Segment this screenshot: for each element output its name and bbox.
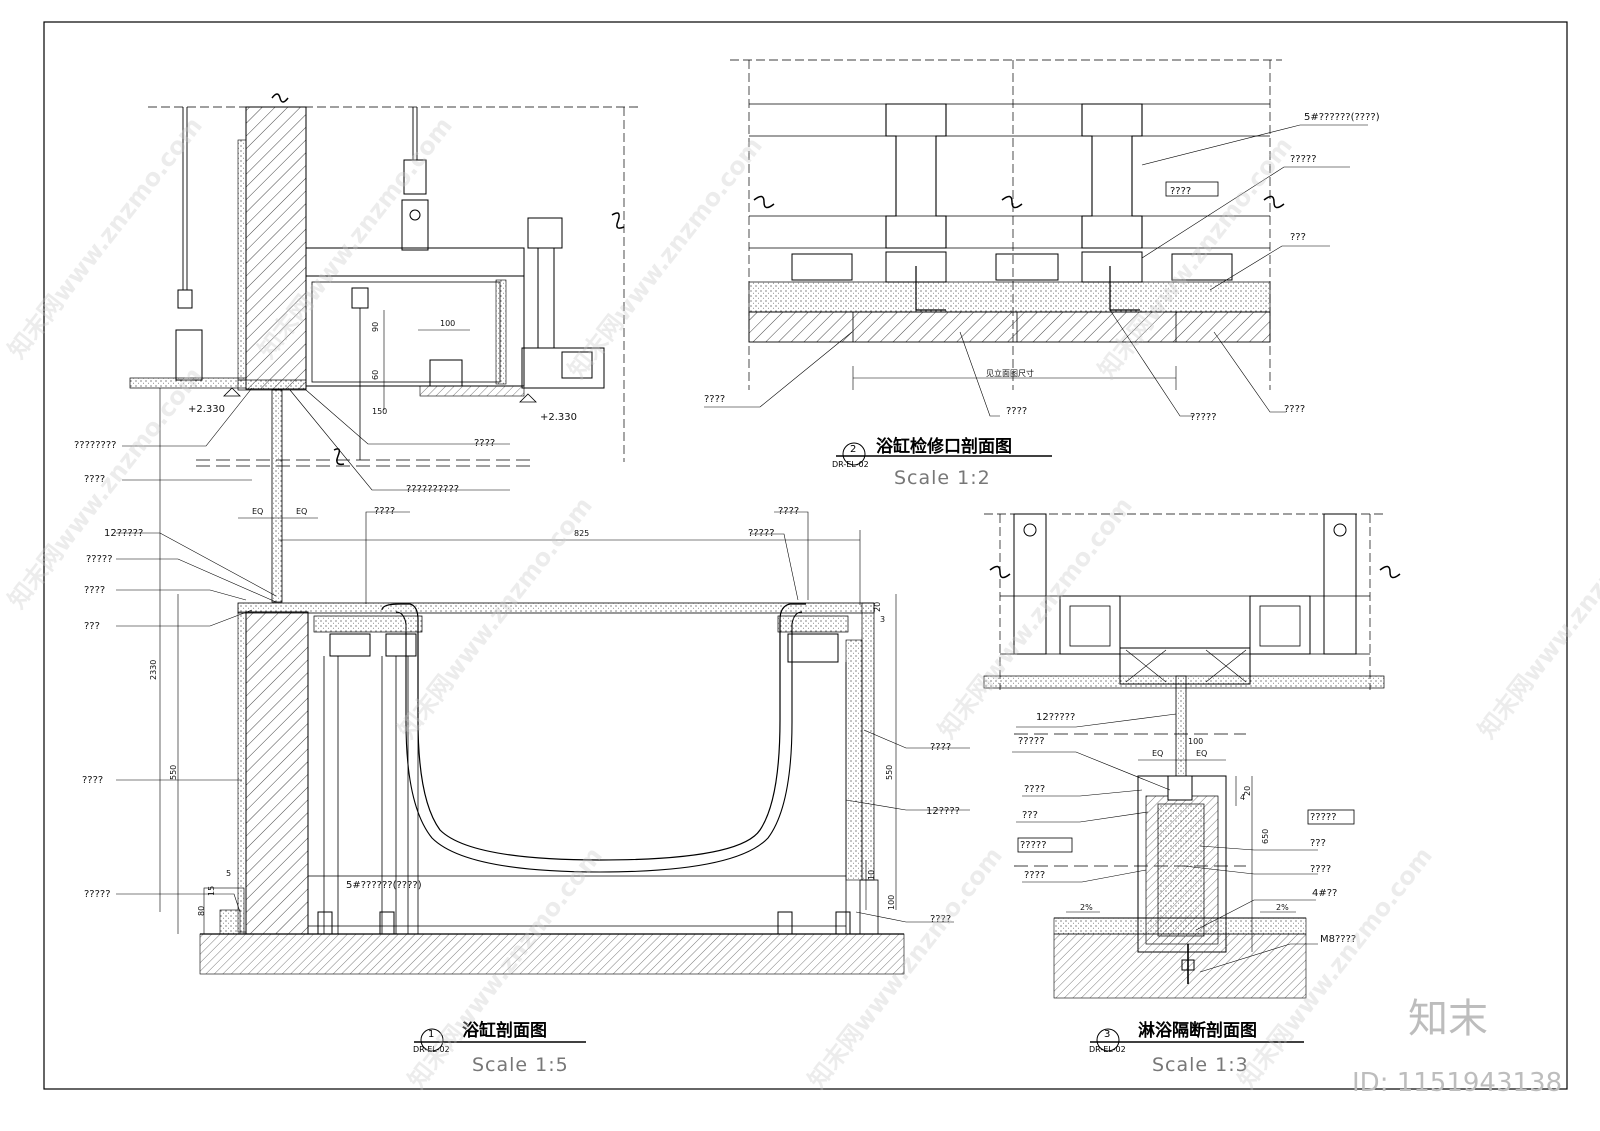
dim-eq-1: EQ bbox=[252, 507, 263, 516]
view-3-title: 淋浴隔断剖面图 bbox=[1138, 1020, 1257, 1041]
dim-see-elevation: 见立面图尺寸 bbox=[986, 368, 1034, 378]
v3-label-2: ????? bbox=[1018, 736, 1045, 747]
dim-150: 150 bbox=[372, 407, 387, 416]
view-1-scale: Scale 1:5 bbox=[472, 1054, 569, 1076]
dim-3: 3 bbox=[880, 615, 885, 624]
slope-right: 2% bbox=[1276, 903, 1289, 912]
v1-label-2: ???? bbox=[84, 474, 105, 485]
v2-label-2: ????? bbox=[1290, 154, 1317, 165]
dim-10: 10 bbox=[867, 870, 876, 880]
watermark-text: 知末网www.znzmo.com bbox=[393, 492, 598, 744]
level-mark-right: +2.330 bbox=[540, 412, 577, 423]
dim-80: 80 bbox=[197, 906, 206, 916]
dim-60: 60 bbox=[371, 370, 380, 380]
v1-label-3: 12????? bbox=[104, 528, 143, 539]
tub-left-wall bbox=[245, 611, 309, 935]
dim-20: 20 bbox=[873, 602, 882, 612]
dim-100-top: 100 bbox=[440, 319, 455, 328]
level-mark-left: +2.330 bbox=[188, 404, 225, 415]
floor-slab bbox=[199, 933, 905, 975]
view-3-shower-partition-section bbox=[983, 513, 1401, 999]
v1-label-13: ???? bbox=[778, 506, 799, 517]
dim-550-left: 550 bbox=[169, 765, 178, 780]
view-1-number: 1 bbox=[428, 1029, 434, 1040]
v2-label-1: 5#??????(????) bbox=[1304, 112, 1380, 123]
v1-label-17: ???? bbox=[930, 914, 951, 925]
watermark-text: 知末网www.znzmo.com bbox=[3, 112, 208, 364]
v2-label-7: ????? bbox=[1190, 412, 1217, 423]
view-2-title: 浴缸检修口剖面图 bbox=[876, 436, 1012, 457]
v1-label-16: 5#??????(????) bbox=[346, 880, 422, 891]
v2-label-4: ??? bbox=[1290, 232, 1306, 243]
v3-label-8: ??? bbox=[1310, 838, 1326, 849]
v1-label-6: ??? bbox=[84, 621, 100, 632]
concrete-wall bbox=[245, 106, 307, 390]
dim-825: 825 bbox=[574, 529, 589, 538]
v2-label-3: ???? bbox=[1170, 186, 1191, 197]
dim-550-right: 550 bbox=[885, 765, 894, 780]
view-2-number: 2 bbox=[850, 444, 856, 455]
drawing-id: ID: 1151943138 bbox=[1352, 1068, 1562, 1098]
watermark-text: 知末网www.znzmo.com bbox=[563, 132, 768, 384]
view-2-scale: Scale 1:2 bbox=[894, 467, 991, 489]
view-3-annotations: EQ EQ 100 20 650 4 2% 2% 12????? ????? ?… bbox=[1018, 712, 1356, 1076]
v1-label-1: ???????? bbox=[74, 440, 116, 451]
dim-2330: 2330 bbox=[149, 660, 158, 680]
dim-90: 90 bbox=[371, 322, 380, 332]
v3-label-1: 12????? bbox=[1036, 712, 1075, 723]
v2-label-6: ???? bbox=[1006, 406, 1027, 417]
logo-text: 知末 bbox=[1408, 996, 1488, 1042]
dim-15: 15 bbox=[207, 886, 216, 896]
v1-label-12: ????? bbox=[748, 528, 775, 539]
v1-label-7: ???? bbox=[82, 775, 103, 786]
dim-100-right: 100 bbox=[887, 895, 896, 910]
drawing-frame bbox=[43, 21, 1568, 1090]
v3-label-4: ??? bbox=[1022, 810, 1038, 821]
view-2-access-panel-section bbox=[704, 59, 1368, 417]
slope-left: 2% bbox=[1080, 903, 1093, 912]
view-2-annotations: 见立面图尺寸 5#??????(????) ????? ???? ??? ???… bbox=[704, 112, 1380, 489]
view-1-title: 浴缸剖面图 bbox=[462, 1020, 547, 1041]
v3-label-3: ???? bbox=[1024, 784, 1045, 795]
view-1-bathtub-section bbox=[116, 93, 970, 975]
view-1-annotations: +2.330 +2.330 EQ EQ 825 90 60 100 150 20… bbox=[74, 319, 960, 1076]
v3-label-5: ????? bbox=[1020, 840, 1047, 851]
v3-label-9: ???? bbox=[1310, 864, 1331, 875]
v1-label-10: ?????????? bbox=[406, 484, 459, 495]
view-3-ref: DR-EL-02 bbox=[1089, 1045, 1126, 1054]
v3-label-6: ???? bbox=[1024, 870, 1045, 881]
v1-label-8: ????? bbox=[84, 889, 111, 900]
v3-label-10: 4#?? bbox=[1312, 888, 1337, 899]
bathtub-shell bbox=[381, 603, 806, 861]
watermark-text: 知末网www.znzmo.com bbox=[1473, 492, 1600, 744]
watermark-text: 知末网www.znzmo.com bbox=[933, 492, 1138, 744]
v1-label-4: ????? bbox=[86, 554, 113, 565]
dim-100-v3: 100 bbox=[1188, 737, 1203, 746]
v1-label-5: ???? bbox=[84, 585, 105, 596]
v3-label-11: M8???? bbox=[1320, 934, 1356, 945]
view-3-scale: Scale 1:3 bbox=[1152, 1054, 1249, 1076]
dim-5: 5 bbox=[226, 869, 231, 878]
dim-eq-3: EQ bbox=[1152, 749, 1163, 758]
watermark-text: 知末网www.znzmo.com bbox=[3, 362, 208, 614]
view-2-ref: DR-EL-02 bbox=[832, 460, 869, 469]
v1-label-11: ???? bbox=[374, 506, 395, 517]
v1-label-14: 12???? bbox=[926, 806, 960, 817]
view-3-number: 3 bbox=[1104, 1029, 1110, 1040]
dim-eq-2: EQ bbox=[296, 507, 307, 516]
v3-label-7: ????? bbox=[1310, 812, 1337, 823]
dim-eq-4: EQ bbox=[1196, 749, 1207, 758]
v1-label-15: ???? bbox=[930, 742, 951, 753]
dim-20-v3: 20 bbox=[1243, 786, 1252, 796]
view-1-ref: DR-EL-02 bbox=[413, 1045, 450, 1054]
watermark-text: 知末网www.znzmo.com bbox=[1093, 132, 1298, 384]
v1-label-9: ???? bbox=[474, 438, 495, 449]
v2-label-8: ???? bbox=[1284, 404, 1305, 415]
dim-650: 650 bbox=[1261, 829, 1270, 844]
v2-label-5: ???? bbox=[704, 394, 725, 405]
dim-4: 4 bbox=[1240, 793, 1245, 802]
